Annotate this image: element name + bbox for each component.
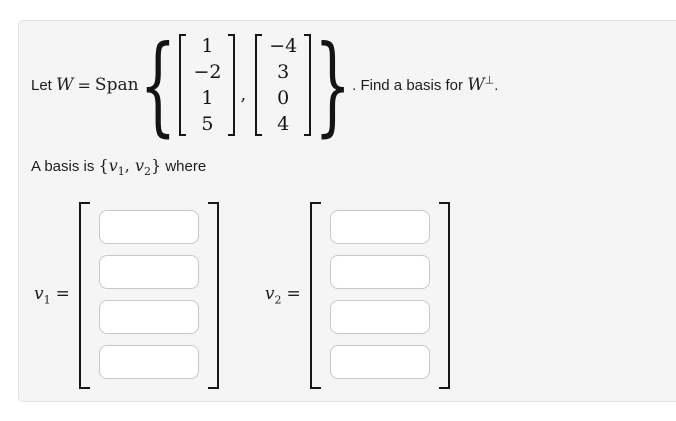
vector2-entry-4: 4 xyxy=(277,113,290,135)
bracket-right xyxy=(304,34,312,136)
v1-entry-1-input[interactable] xyxy=(98,210,199,245)
equals-sign: = xyxy=(286,284,301,305)
vector1-entry-1: 1 xyxy=(201,35,214,57)
basis-suffix-text: where xyxy=(161,158,207,175)
v1-symbol: v1 xyxy=(108,156,125,179)
basis-prefix-text: A basis is xyxy=(31,158,99,175)
v1-entry-3-input[interactable] xyxy=(98,300,199,335)
equals-sign: = xyxy=(77,75,91,95)
problem-suffix-text: . Find a basis for xyxy=(352,76,468,94)
sentence-period: . xyxy=(494,76,499,94)
given-vector-2: −4 3 0 4 xyxy=(255,31,312,139)
equals-sign: = xyxy=(55,284,70,305)
left-curly-brace: { xyxy=(139,22,177,148)
vector2-entry-1: −4 xyxy=(269,35,298,57)
set-brace-close: } xyxy=(150,156,162,175)
basis-statement: A basis is { v1 , v2 } where xyxy=(31,156,669,178)
answer-row: v1= v2= xyxy=(31,202,669,390)
vector2-entry-3: 0 xyxy=(277,87,290,109)
bracket-left xyxy=(78,202,90,390)
vector1-entry-2: −2 xyxy=(193,61,222,83)
vector-separator-comma: , xyxy=(240,83,247,105)
given-vector-1: 1 −2 1 5 xyxy=(179,31,236,139)
v2-symbol: v2 xyxy=(134,156,151,179)
right-curly-brace: } xyxy=(314,22,352,148)
vector1-entry-4: 5 xyxy=(201,113,214,135)
v2-entry-2-input[interactable] xyxy=(329,255,430,290)
bracket-right xyxy=(438,202,450,390)
vector2-entry-2: 3 xyxy=(277,61,290,83)
problem-card: Let W = Span { 1 −2 1 5 , −4 3 xyxy=(18,20,676,402)
v1-answer-matrix xyxy=(78,202,219,390)
span-operator: Span xyxy=(94,75,139,95)
set-comma: , xyxy=(124,156,135,175)
problem-prefix-text: Let xyxy=(31,76,57,94)
v1-label: v1= xyxy=(34,284,70,307)
v2-entry-1-input[interactable] xyxy=(329,210,430,245)
vector1-entry-3: 1 xyxy=(201,87,214,109)
v1-entry-2-input[interactable] xyxy=(98,255,199,290)
v2-entry-4-input[interactable] xyxy=(329,345,430,380)
bracket-left xyxy=(309,202,321,390)
bracket-left xyxy=(255,34,263,136)
bracket-right xyxy=(228,34,236,136)
w-symbol: W xyxy=(56,75,74,95)
bracket-left xyxy=(179,34,187,136)
set-brace-open: { xyxy=(98,156,109,175)
w-perp-symbol: W⊥ xyxy=(467,73,495,95)
v2-entry-3-input[interactable] xyxy=(329,300,430,335)
v1-entry-4-input[interactable] xyxy=(98,345,199,380)
v2-answer-matrix xyxy=(309,202,450,390)
bracket-right xyxy=(207,202,219,390)
problem-statement: Let W = Span { 1 −2 1 5 , −4 3 xyxy=(31,27,669,143)
perp-superscript: ⊥ xyxy=(484,73,495,87)
v2-label: v2= xyxy=(264,284,301,307)
